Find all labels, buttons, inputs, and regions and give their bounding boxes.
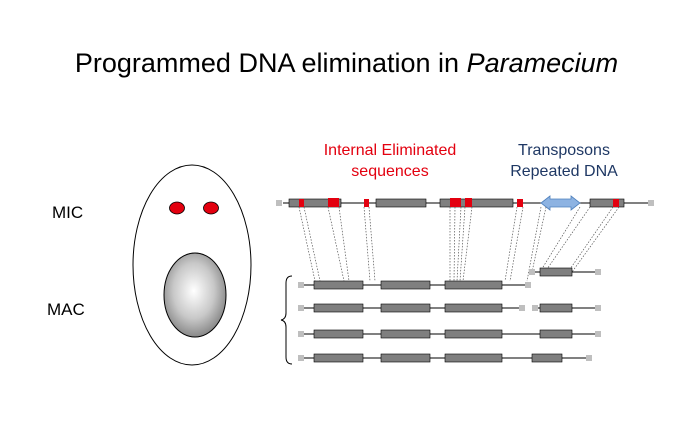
telomere-cap — [298, 355, 304, 361]
mapping-line — [456, 206, 462, 282]
mapping-line — [327, 206, 345, 282]
ies-element — [364, 199, 369, 207]
mds-segment — [444, 280, 503, 290]
mapping-line — [544, 206, 591, 273]
mac-label: MAC — [47, 300, 85, 319]
mic-label: MIC — [52, 203, 84, 222]
telomere-cap — [595, 305, 601, 311]
mds-segment — [380, 280, 431, 290]
telomere-cap — [648, 200, 654, 206]
mds-segment — [313, 353, 364, 363]
transposons-label-line1: Transposons — [518, 142, 610, 159]
mic-chromosome — [276, 195, 654, 211]
mac-chromosome-1b — [529, 267, 601, 277]
telomere-cap — [519, 305, 525, 311]
mapping-line — [338, 206, 350, 282]
mapping-line — [531, 206, 547, 273]
mds-segment — [444, 329, 503, 339]
mds-segment — [444, 353, 503, 363]
title-prefix: Programmed DNA elimination in — [74, 48, 467, 78]
mds-segment — [375, 198, 427, 208]
mds-segment — [380, 303, 431, 313]
mac-chromosome-4 — [298, 353, 592, 363]
telomere-cap — [298, 282, 304, 288]
micronucleus-right — [203, 201, 219, 215]
mapping-line — [509, 206, 524, 282]
mapping-line — [504, 206, 518, 282]
mapping-line — [462, 206, 473, 282]
telomere-cap — [525, 282, 531, 288]
ies-element — [613, 199, 619, 207]
mds-segment — [589, 198, 625, 208]
mac-chromosome-3 — [298, 329, 601, 339]
micronucleus-left — [169, 201, 185, 215]
ies-label: Internal Eliminated sequences — [302, 140, 478, 182]
mds-segment — [444, 303, 503, 313]
telomere-cap — [532, 305, 538, 311]
mapping-line — [571, 206, 620, 273]
mds-segment — [539, 329, 573, 339]
telomere-cap — [529, 269, 535, 275]
mapping-line — [459, 206, 466, 282]
mac-chromosome-2 — [298, 303, 601, 313]
mapping-lines — [298, 206, 620, 282]
mds-segment — [439, 198, 514, 208]
telomere-cap — [595, 331, 601, 337]
mac-chromosome-1 — [298, 280, 531, 290]
mapping-line — [526, 206, 542, 282]
mds-segment — [313, 280, 364, 290]
mds-segment — [288, 198, 342, 208]
mds-segment — [380, 353, 431, 363]
ies-label-line1: Internal Eliminated — [323, 142, 457, 159]
mapping-line — [363, 206, 371, 282]
ies-element — [450, 198, 461, 207]
macronucleus — [163, 252, 227, 338]
telomere-cap — [298, 305, 304, 311]
transposons-label-line2: Repeated DNA — [510, 163, 618, 180]
mds-segment — [531, 353, 563, 363]
mds-segment — [313, 329, 364, 339]
telomere-cap — [595, 269, 601, 275]
ies-element — [328, 198, 339, 207]
title-italic-species: Paramecium — [466, 48, 619, 78]
mapping-line — [368, 206, 376, 282]
mds-segment — [313, 303, 364, 313]
ies-element — [299, 199, 304, 207]
mac-brace — [280, 275, 293, 365]
mds-segment — [380, 329, 431, 339]
mapping-line — [298, 206, 316, 282]
mapping-line — [453, 206, 456, 282]
ies-label-line2: sequences — [351, 163, 429, 180]
ies-element — [465, 198, 472, 207]
transposon-arrow — [540, 195, 581, 211]
transposons-label: Transposons Repeated DNA — [490, 140, 638, 182]
telomere-cap — [276, 200, 282, 206]
diagram-title: Programmed DNA elimination in Paramecium — [0, 48, 693, 79]
mapping-line — [567, 206, 614, 273]
mapping-line — [539, 206, 581, 273]
telomere-cap — [298, 331, 304, 337]
mapping-line — [303, 206, 321, 282]
ies-element — [517, 199, 523, 207]
telomere-cap — [586, 355, 592, 361]
mds-segment — [539, 303, 573, 313]
mds-segment — [539, 267, 573, 277]
